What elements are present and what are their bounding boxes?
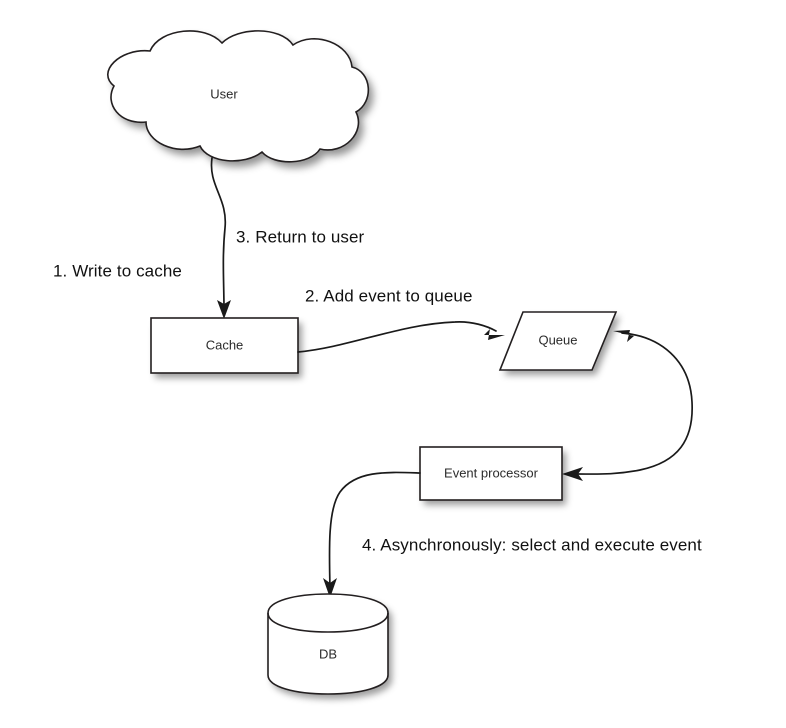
edge-user-to-cache — [210, 157, 231, 319]
node-db-label: DB — [319, 646, 337, 661]
node-user-label: User — [210, 86, 238, 101]
db-shape — [268, 594, 388, 694]
arrow-head-cache — [217, 300, 231, 319]
edge-cache-to-queue-line — [297, 321, 497, 353]
arrow-head-db — [323, 578, 337, 598]
edge-queue-processor-loop — [562, 330, 693, 481]
arrow-head-queue-left — [484, 329, 505, 340]
node-event-processor[interactable]: Event processor — [419, 446, 563, 501]
db-top-ellipse — [267, 612, 389, 633]
node-cache[interactable]: Cache — [150, 317, 299, 374]
edge-processor-to-db — [323, 471, 421, 598]
queue-outline — [498, 311, 618, 371]
event-processor-shape — [420, 447, 562, 500]
cache-outline — [150, 317, 299, 374]
cache-shape — [151, 318, 298, 373]
node-event-processor-label: Event processor — [444, 465, 539, 480]
queue-shape — [500, 312, 616, 370]
arrow-head-processor-right — [562, 467, 583, 481]
node-queue[interactable]: Queue — [498, 311, 618, 371]
cloud-shape — [107, 30, 369, 162]
node-user[interactable]: User — [107, 30, 370, 163]
step-label-3: 3. Return to user — [236, 227, 365, 246]
edge-user-to-cache-line — [210, 157, 227, 311]
step-label-4: 4. Asynchronously: select and execute ev… — [362, 535, 702, 554]
arrow-head-queue-right — [613, 330, 634, 342]
db-body-outline — [267, 593, 389, 695]
node-db[interactable]: DB — [267, 593, 389, 695]
node-cache-label: Cache — [206, 337, 244, 352]
step-label-2: 2. Add event to queue — [305, 286, 473, 305]
edge-processor-to-db-line — [328, 471, 421, 589]
step-label-1: 1. Write to cache — [53, 261, 182, 280]
cloud-outline — [107, 30, 370, 163]
node-queue-label: Queue — [538, 332, 577, 347]
edge-cache-to-queue — [297, 321, 505, 353]
edge-queue-processor-loop-line — [577, 332, 693, 475]
